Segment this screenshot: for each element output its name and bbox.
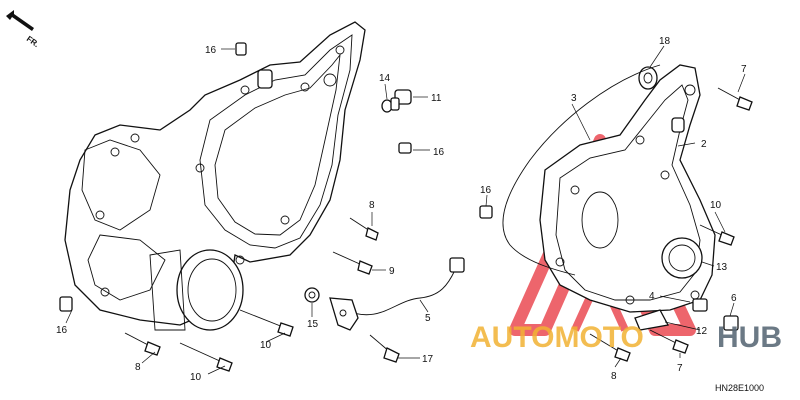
callout-16: 16 <box>433 147 445 158</box>
callout-17: 17 <box>422 354 434 365</box>
bracket-12 <box>634 309 669 331</box>
callout-3: 3 <box>571 93 577 104</box>
dowel-pin-4 <box>692 298 708 312</box>
callout-15: 15 <box>307 319 319 330</box>
oil-seal-18 <box>638 66 658 90</box>
gasket-3 <box>502 64 661 276</box>
callout-16: 16 <box>56 325 68 336</box>
callout-12: 12 <box>696 326 708 337</box>
dowel-pin-16 <box>59 42 493 312</box>
callout-6: 6 <box>731 293 737 304</box>
callout-5: 5 <box>425 313 431 324</box>
bolt-10-left-b <box>179 342 233 372</box>
rear-crankcase-cover <box>64 21 366 331</box>
callout-9: 9 <box>389 266 395 277</box>
bolt-8-right <box>589 333 631 362</box>
callout-10: 10 <box>190 372 202 383</box>
callout-18: 18 <box>659 36 671 47</box>
callout-10: 10 <box>260 340 272 351</box>
callout-14: 14 <box>379 73 391 84</box>
callout-10: 10 <box>710 200 722 211</box>
diagram-code: HN28E1000 <box>715 383 764 393</box>
leader-lines <box>65 45 746 375</box>
callout-11: 11 <box>431 93 442 104</box>
callout-7: 7 <box>741 64 747 75</box>
washer-15 <box>304 287 320 303</box>
watermark-auto-text: AUTOMOTO <box>470 321 644 354</box>
bolt-10-right <box>699 224 735 246</box>
callout-labels: 16 14 11 16 8 9 16 15 5 10 10 8 17 18 7 … <box>56 36 747 383</box>
callout-16: 16 <box>205 45 217 56</box>
callout-16: 16 <box>480 185 492 196</box>
watermark-hub-text: HUB <box>717 321 782 354</box>
callout-7: 7 <box>677 363 683 374</box>
collar-6 <box>723 315 739 331</box>
plug-11 <box>390 89 412 111</box>
callout-2: 2 <box>701 139 707 150</box>
bolt-8-left <box>349 217 379 241</box>
sensor-5 <box>329 257 465 331</box>
bolt-8-bottom <box>124 332 161 356</box>
callout-8: 8 <box>611 371 617 382</box>
bolt-10-left-a <box>239 309 294 337</box>
bolt-17 <box>369 334 400 363</box>
bolt-7-top <box>717 87 753 111</box>
callout-8: 8 <box>135 362 141 373</box>
direction-marker-label: FR. <box>25 34 41 49</box>
bolt-7-bottom <box>649 329 689 354</box>
bolt-9 <box>332 251 373 275</box>
watermark-text: AUTOMOTO HUB <box>470 321 782 354</box>
callout-8: 8 <box>369 200 375 211</box>
callout-4: 4 <box>649 291 655 302</box>
cover-2 <box>539 64 716 313</box>
callout-13: 13 <box>716 262 728 273</box>
front-direction-arrow-icon <box>6 10 34 31</box>
